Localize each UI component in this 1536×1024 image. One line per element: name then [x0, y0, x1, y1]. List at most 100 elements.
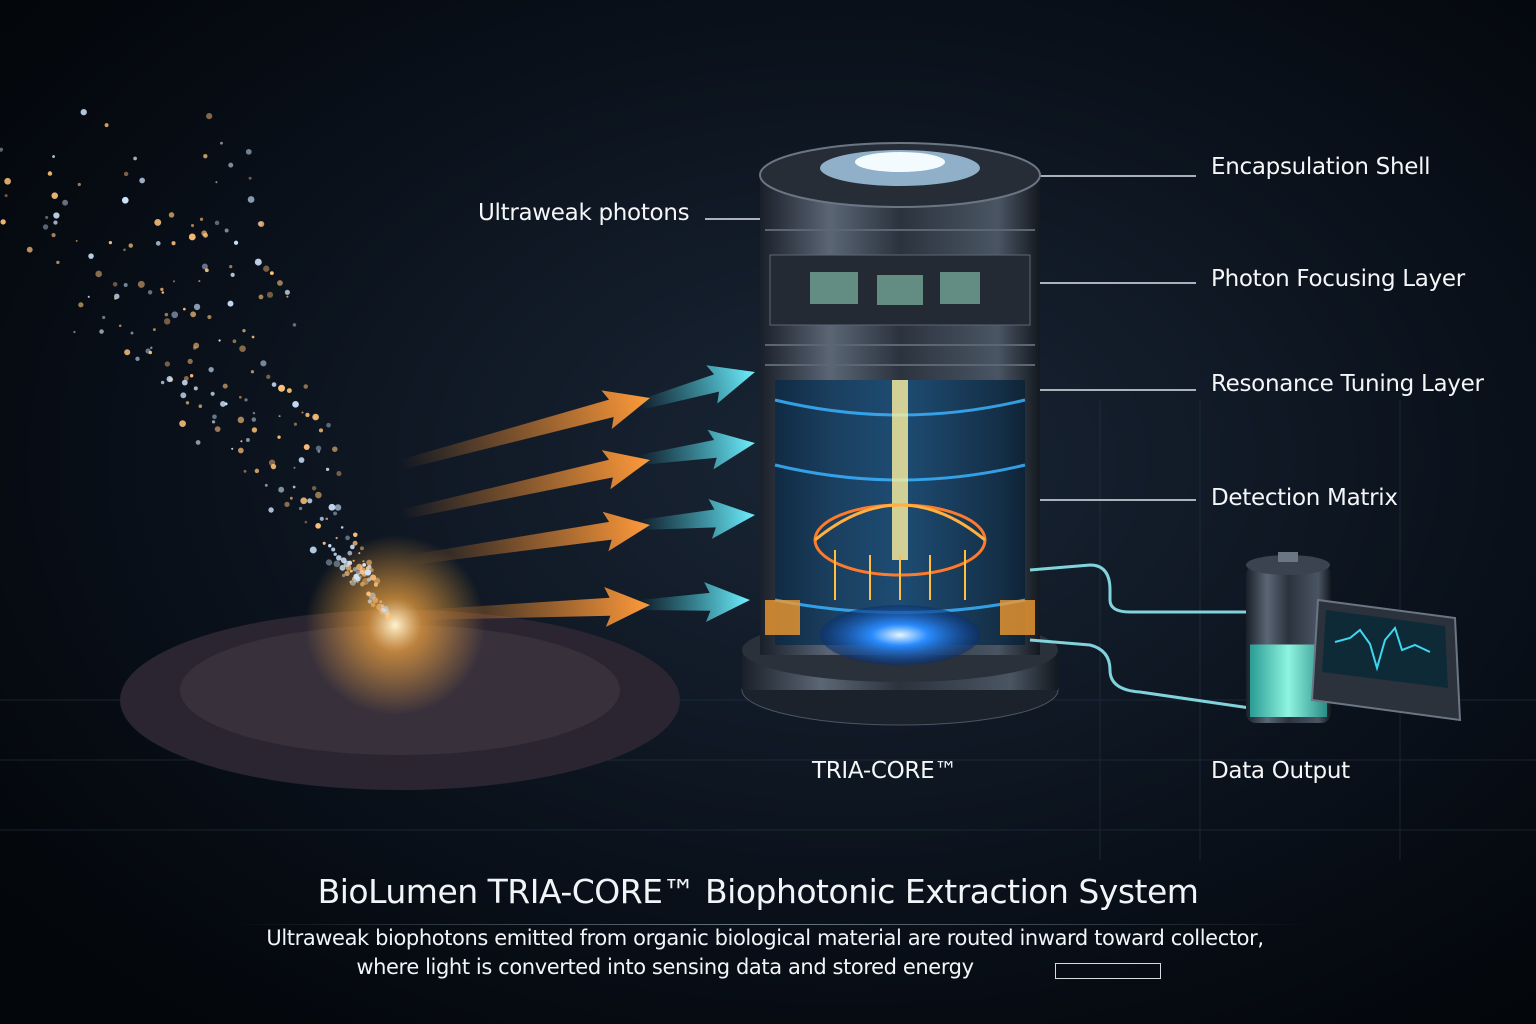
photon-particle	[99, 329, 104, 334]
photon-particle	[114, 297, 117, 300]
photon-particle	[269, 271, 274, 276]
photon-particle	[87, 295, 90, 298]
cyan-photon-arrow	[639, 582, 751, 623]
photon-particle	[334, 504, 342, 511]
photon-particle	[52, 155, 55, 158]
photon-particle	[95, 270, 102, 278]
photon-particle	[307, 498, 313, 504]
photon-particle	[315, 491, 322, 499]
photon-particle	[367, 577, 372, 582]
photon-particle	[123, 283, 128, 288]
photon-particle	[380, 604, 385, 608]
photon-particle	[367, 599, 373, 604]
photon-particle	[228, 162, 234, 168]
photon-particle	[304, 520, 308, 524]
photon-particle	[277, 280, 283, 286]
title-divider	[230, 924, 1310, 925]
photon-particle	[148, 350, 153, 355]
photon-particle	[224, 228, 229, 233]
subtitle-line-1: Ultraweak biophotons emitted from organi…	[266, 926, 1264, 950]
photon-particle	[181, 379, 188, 386]
photon-particle	[121, 196, 129, 204]
photon-particle	[238, 395, 242, 399]
photon-particle	[112, 281, 118, 287]
waveform	[1334, 625, 1431, 672]
photon-particle	[258, 294, 264, 300]
photon-particle	[356, 580, 359, 584]
photon-particle	[207, 314, 212, 320]
photon-particle	[271, 382, 277, 387]
label-ultraweak-photons: Ultraweak photons	[478, 200, 690, 226]
photon-particle	[266, 291, 274, 298]
photon-particle	[260, 360, 267, 367]
photon-particle	[344, 564, 348, 567]
photon-particle	[104, 123, 109, 128]
photon-particle	[284, 501, 290, 508]
photon-particle	[278, 415, 281, 418]
photon-particle	[365, 566, 370, 571]
photon-particle	[303, 444, 310, 451]
photon-particle	[237, 416, 245, 424]
photon-particle	[344, 570, 350, 577]
photon-particle	[77, 182, 81, 187]
photon-particle	[51, 192, 58, 199]
data-monitor	[1310, 598, 1462, 722]
photon-particle	[53, 212, 60, 219]
energy-core	[820, 605, 980, 665]
photon-particle	[325, 517, 329, 521]
photon-particle	[333, 552, 337, 556]
photon-particle	[325, 559, 333, 566]
photon-particle	[160, 380, 165, 385]
photon-particle	[42, 224, 49, 230]
photon-particle	[289, 496, 293, 500]
tria-core-collector	[741, 142, 1059, 726]
photon-particle	[204, 268, 209, 273]
photon-particle	[355, 570, 361, 575]
photon-particle	[355, 575, 361, 582]
photon-particle	[331, 547, 336, 552]
photon-particle	[198, 404, 203, 408]
photon-particle	[380, 607, 386, 613]
photon-particle	[305, 412, 310, 418]
photon-particle	[266, 374, 271, 379]
cyan-photon-arrow	[639, 498, 756, 539]
photon-particle	[315, 445, 322, 452]
photon-particle	[80, 109, 87, 116]
photon-particle	[180, 392, 187, 399]
photon-particle	[0, 219, 6, 225]
photon-particle	[387, 616, 392, 620]
photon-particle	[336, 471, 342, 477]
photon-particle	[345, 535, 350, 541]
photon-particle	[298, 457, 305, 463]
photon-particle	[135, 356, 140, 362]
photon-particle	[75, 239, 78, 242]
photon-particle	[359, 567, 366, 574]
photon-particle	[278, 384, 286, 392]
photon-particle	[26, 246, 33, 253]
leader-lines	[705, 175, 1196, 501]
photon-particle	[215, 181, 218, 184]
cyan-photon-arrow	[638, 365, 755, 410]
photon-particle	[349, 570, 353, 573]
photon-particle	[242, 328, 246, 333]
photon-particle	[128, 243, 134, 248]
photon-particle	[88, 253, 94, 259]
photon-particle	[62, 199, 69, 206]
photon-particle	[198, 280, 201, 283]
photon-particle	[73, 330, 76, 334]
photon-particle	[118, 324, 122, 327]
battery-storage	[1246, 552, 1331, 723]
photon-particle	[303, 384, 308, 389]
photon-particle	[322, 541, 326, 545]
photon-particle	[163, 318, 171, 325]
photon-particle	[243, 469, 247, 473]
photon-particle	[240, 440, 243, 443]
photon-particle	[212, 414, 217, 420]
photon-particle	[347, 550, 353, 556]
photon-particle	[264, 483, 268, 487]
photon-particle	[362, 560, 365, 563]
photon-particle	[379, 600, 383, 604]
photon-particle	[179, 420, 186, 427]
photon-particle	[237, 447, 244, 454]
photon-particle	[4, 194, 8, 198]
